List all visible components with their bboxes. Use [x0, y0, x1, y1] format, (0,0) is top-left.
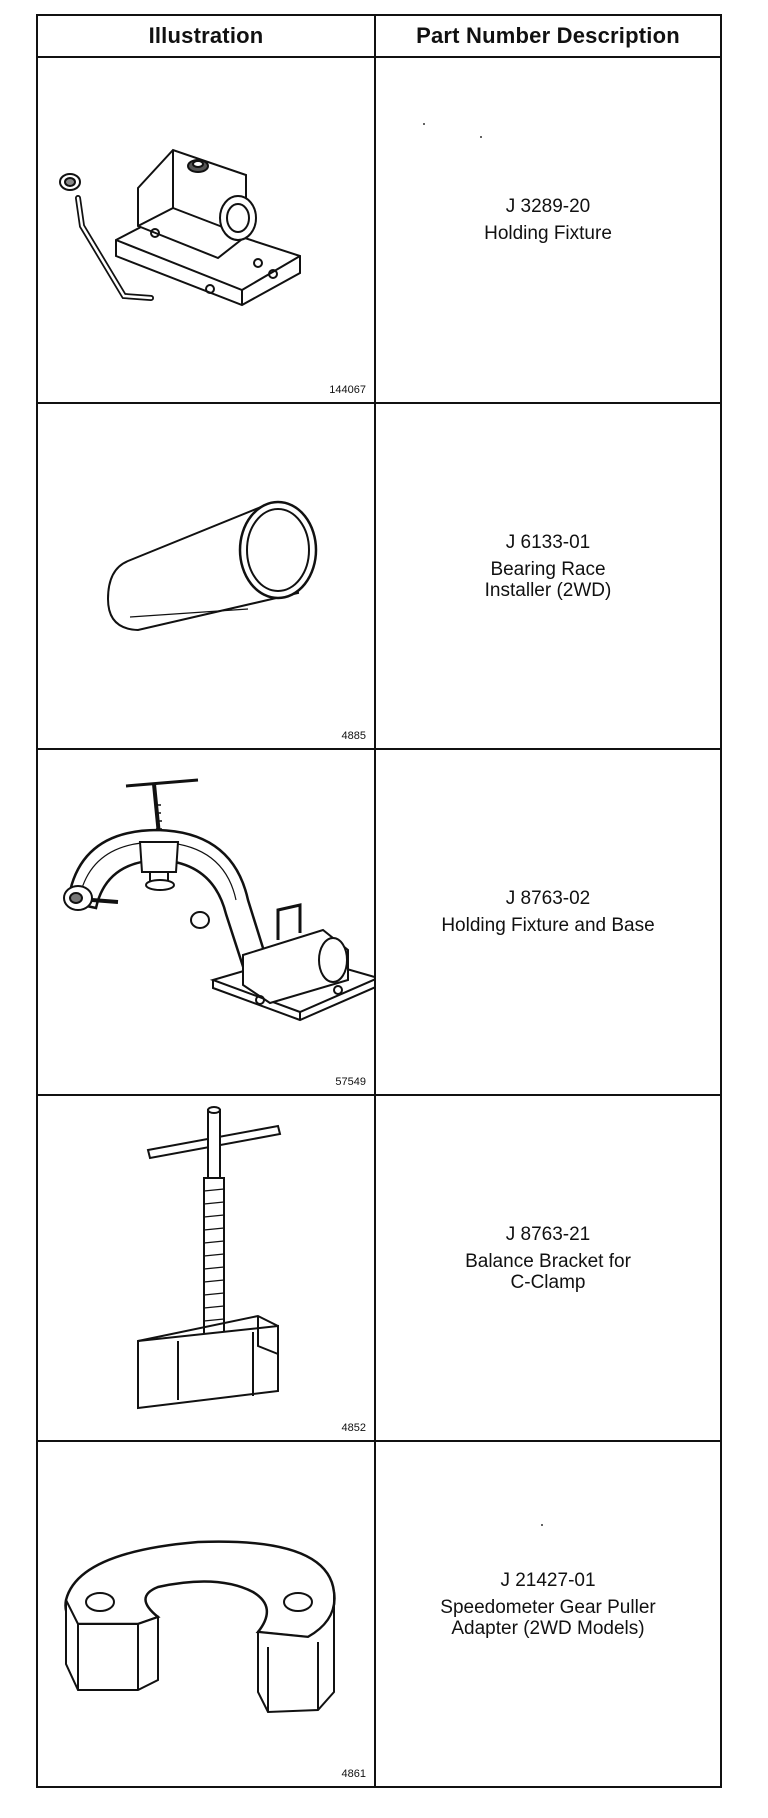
holding-fixture-icon	[59, 148, 301, 307]
part-description: Bearing Race Installer (2WD)	[484, 558, 612, 601]
bearing-race-installer-icon	[106, 500, 318, 632]
illustration-cell: 4885	[38, 404, 376, 748]
figure-number: 4885	[341, 730, 366, 742]
part-number: J 6133-01	[505, 531, 591, 553]
part-description: Balance Bracket for C-Clamp	[465, 1250, 631, 1293]
holding-fixture-base-icon	[63, 778, 374, 1022]
description-cell: J 6133-01 Bearing Race Installer (2WD)	[376, 404, 720, 748]
table-row: 144067 J 3289-20 Holding Fixture	[38, 58, 720, 404]
part-description: Holding Fixture	[484, 223, 612, 244]
balance-bracket-icon	[137, 1106, 282, 1410]
special-tools-table: Illustration Part Number Description	[36, 14, 722, 1788]
illustration-cell: 57549	[38, 750, 376, 1094]
table-row: 4885 J 6133-01 Bearing Race Installer (2…	[38, 404, 720, 750]
part-number: J 21427-01	[500, 1569, 596, 1591]
table-row: 4852 J 8763-21 Balance Bracket for C-Cla…	[38, 1096, 720, 1442]
figure-number: 4861	[341, 1768, 366, 1780]
illustration-cell: 4861	[38, 1442, 376, 1786]
table-header: Illustration Part Number Description	[38, 16, 720, 58]
description-cell: J 8763-21 Balance Bracket for C-Clamp	[376, 1096, 720, 1440]
part-number: J 8763-21	[505, 1223, 591, 1245]
illustration-column-header: Illustration	[38, 16, 376, 56]
part-number: J 8763-02	[505, 888, 591, 909]
part-description: Holding Fixture and Base	[441, 915, 655, 936]
figure-number: 4852	[341, 1422, 366, 1434]
description-cell: J 3289-20 Holding Fixture	[376, 58, 720, 402]
description-column-header: Part Number Description	[416, 23, 680, 48]
illustration-cell: 4852	[38, 1096, 376, 1440]
description-cell: J 21427-01 Speedometer Gear Puller Adapt…	[376, 1442, 720, 1786]
part-number: J 3289-20	[505, 196, 591, 217]
figure-number: 57549	[335, 1076, 366, 1088]
gear-puller-adapter-icon	[64, 1540, 336, 1714]
part-description: Speedometer Gear Puller Adapter (2WD Mod…	[440, 1596, 656, 1639]
table-row: 57549 J 8763-02 Holding Fixture and Base	[38, 750, 720, 1096]
figure-number: 144067	[329, 384, 366, 396]
description-cell: J 8763-02 Holding Fixture and Base	[376, 750, 720, 1094]
table-row: 4861 J 21427-01 Speedometer Gear Puller …	[38, 1442, 720, 1786]
illustration-cell: 144067	[38, 58, 376, 402]
